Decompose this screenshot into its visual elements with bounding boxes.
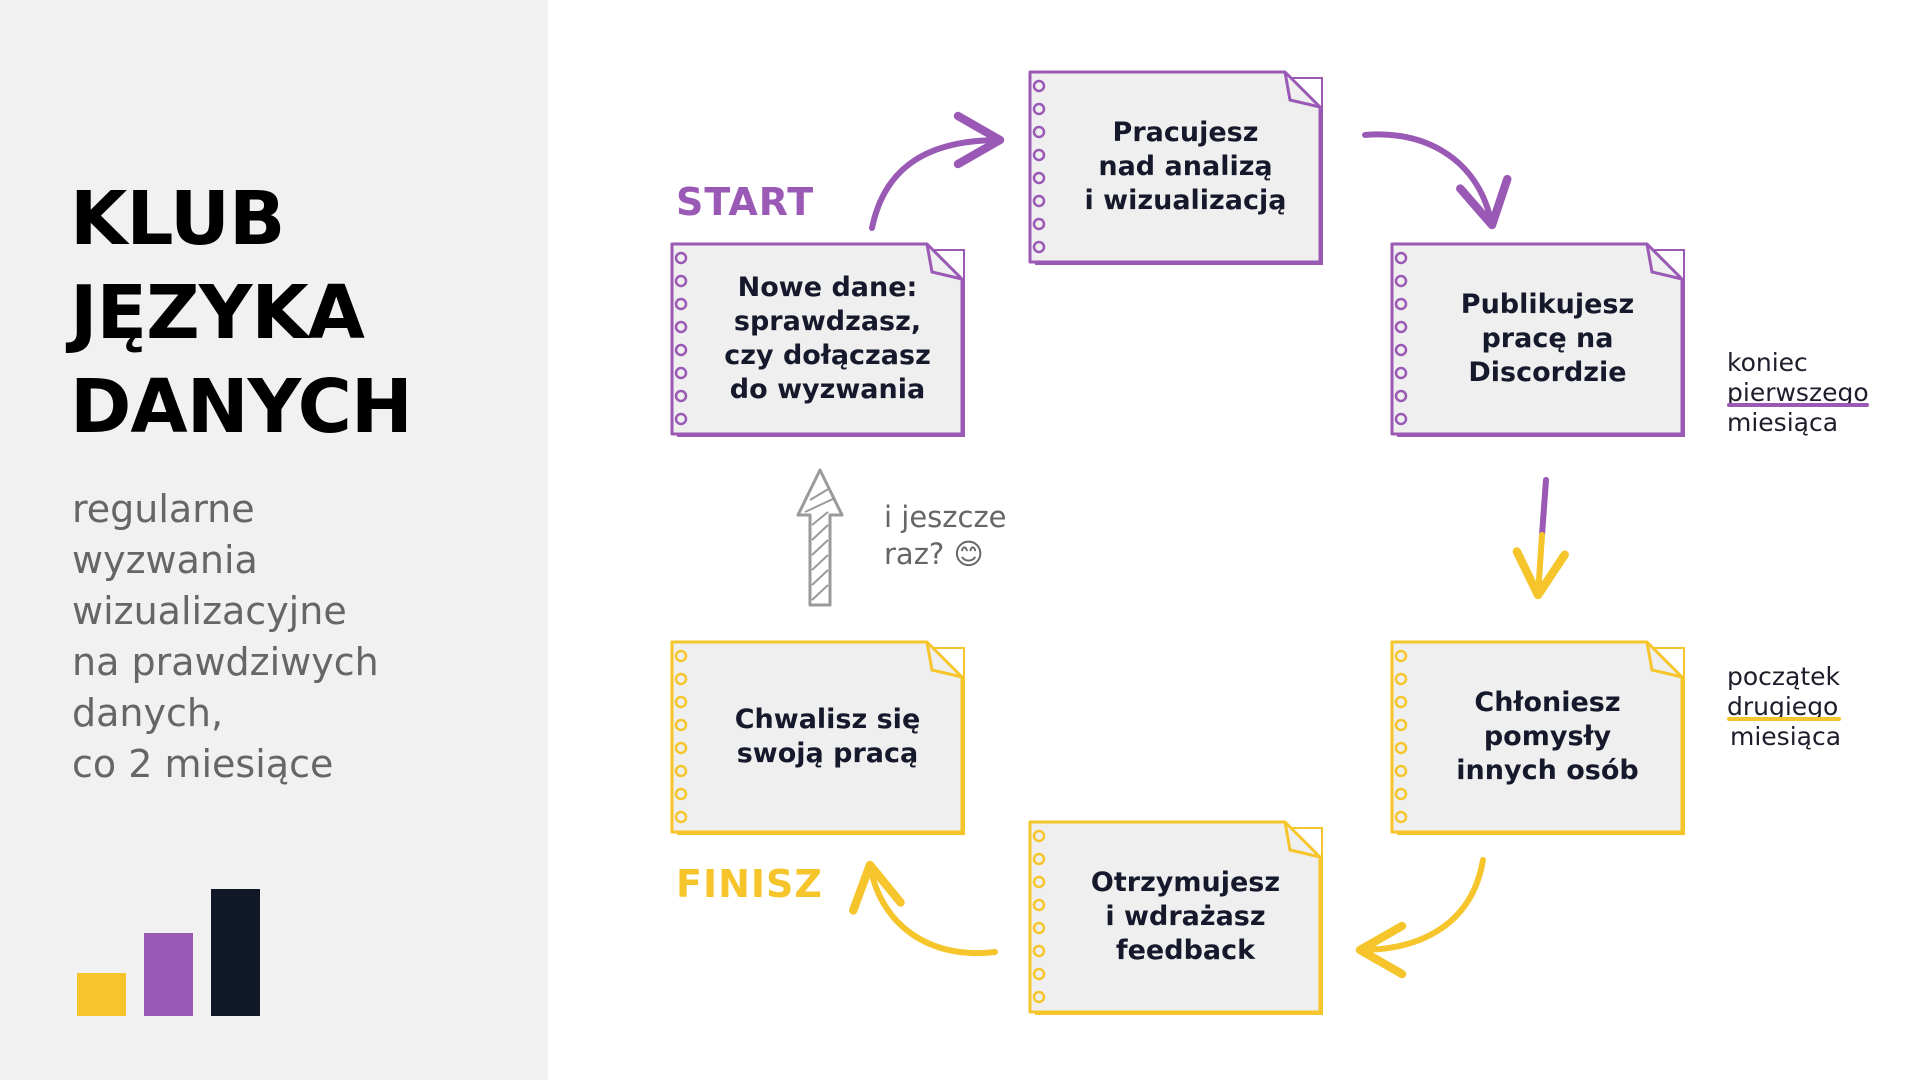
notebook-frame-yellow — [1390, 640, 1685, 835]
card-pracujesz: Pracujesz nad analizą i wizualizacją — [1028, 70, 1323, 265]
arrow-publish-to-absorb-yellow — [1512, 532, 1569, 600]
note-line-3: miesiąca — [1730, 722, 1842, 751]
notebook-frame-yellow — [670, 640, 965, 835]
subtitle-line-6: co 2 miesiące — [72, 742, 334, 786]
underline-yellow — [1727, 717, 1842, 721]
card-nowe-dane: Nowe dane: sprawdzasz, czy dołączasz do … — [670, 242, 965, 437]
subtitle-line-2: wyzwania — [72, 538, 258, 582]
subtitle-line-1: regularne — [72, 487, 255, 531]
title-line-1: KLUB — [70, 176, 285, 262]
sidebar-panel: KLUB JĘZYKA DANYCH regularne wyzwania wi… — [0, 0, 548, 1080]
title-line-3: DANYCH — [70, 364, 413, 450]
logo-bar-medium — [144, 933, 193, 1016]
card-text: Publikujesz pracę na Discordzie — [1460, 289, 1635, 388]
notebook-frame-yellow — [1028, 820, 1323, 1015]
arrow-work-to-publish — [1362, 131, 1512, 230]
card-chwalisz: Chwalisz się swoją pracą — [670, 640, 965, 835]
repeat-caption-line-1: i jeszcze — [884, 500, 1007, 534]
notebook-frame-purple — [1028, 70, 1323, 265]
card-otrzymujesz: Otrzymujesz i wdrażasz feedback — [1028, 820, 1323, 1015]
card-publikujesz: Publikujesz pracę na Discordzie — [1390, 242, 1685, 437]
subtitle-line-3: wizualizacyjne — [72, 589, 347, 633]
note-line-3: miesiąca — [1727, 408, 1839, 437]
note-line-2: pierwszego — [1727, 378, 1869, 408]
note-highlight-word: pierwszego — [1727, 378, 1869, 407]
repeat-caption-line-2: raz? 😊 — [884, 537, 984, 571]
finish-label: FINISZ — [676, 862, 823, 906]
logo-bar-small — [77, 973, 126, 1016]
repeat-up-arrow — [796, 468, 844, 607]
repeat-caption: i jeszcze raz? 😊 — [884, 499, 1007, 573]
note-line-1: początek — [1727, 662, 1841, 691]
subtitle-line-5: danych, — [72, 691, 224, 735]
start-label: START — [676, 180, 815, 224]
card-chloniesz: Chłoniesz pomysły innych osób — [1390, 640, 1685, 835]
notebook-frame-purple — [1390, 242, 1685, 437]
arrow-publish-to-absorb-purple — [1539, 477, 1549, 538]
page-subtitle: regularne wyzwania wizualizacyjne na pra… — [72, 484, 379, 790]
notebook-frame-purple — [670, 242, 965, 437]
note-start-second-month: początek drugiego miesiąca — [1727, 662, 1842, 752]
card-text: Chwalisz się swoją pracą — [734, 704, 921, 769]
note-end-first-month: koniec pierwszego miesiąca — [1727, 348, 1869, 438]
arrow-absorb-to-feedback — [1355, 857, 1486, 979]
logo-bar-tall — [211, 889, 260, 1016]
page-title: KLUB JĘZYKA DANYCH — [70, 172, 413, 454]
card-text: Nowe dane: sprawdzasz, czy dołączasz do … — [724, 272, 931, 405]
underline-purple — [1727, 403, 1869, 407]
card-text: Chłoniesz pomysły innych osób — [1456, 687, 1639, 786]
card-text: Pracujesz nad analizą i wizualizacją — [1084, 117, 1287, 216]
card-text: Otrzymujesz i wdrażasz feedback — [1090, 867, 1281, 966]
title-line-2: JĘZYKA — [70, 270, 365, 356]
subtitle-line-4: na prawdziwych — [72, 640, 379, 684]
arrow-start-to-work — [869, 111, 1005, 231]
note-highlight-word: drugiego — [1727, 692, 1839, 721]
arrow-feedback-to-praise — [849, 860, 998, 957]
note-line-1: koniec — [1727, 348, 1808, 377]
note-line-2: drugiego — [1727, 692, 1842, 722]
